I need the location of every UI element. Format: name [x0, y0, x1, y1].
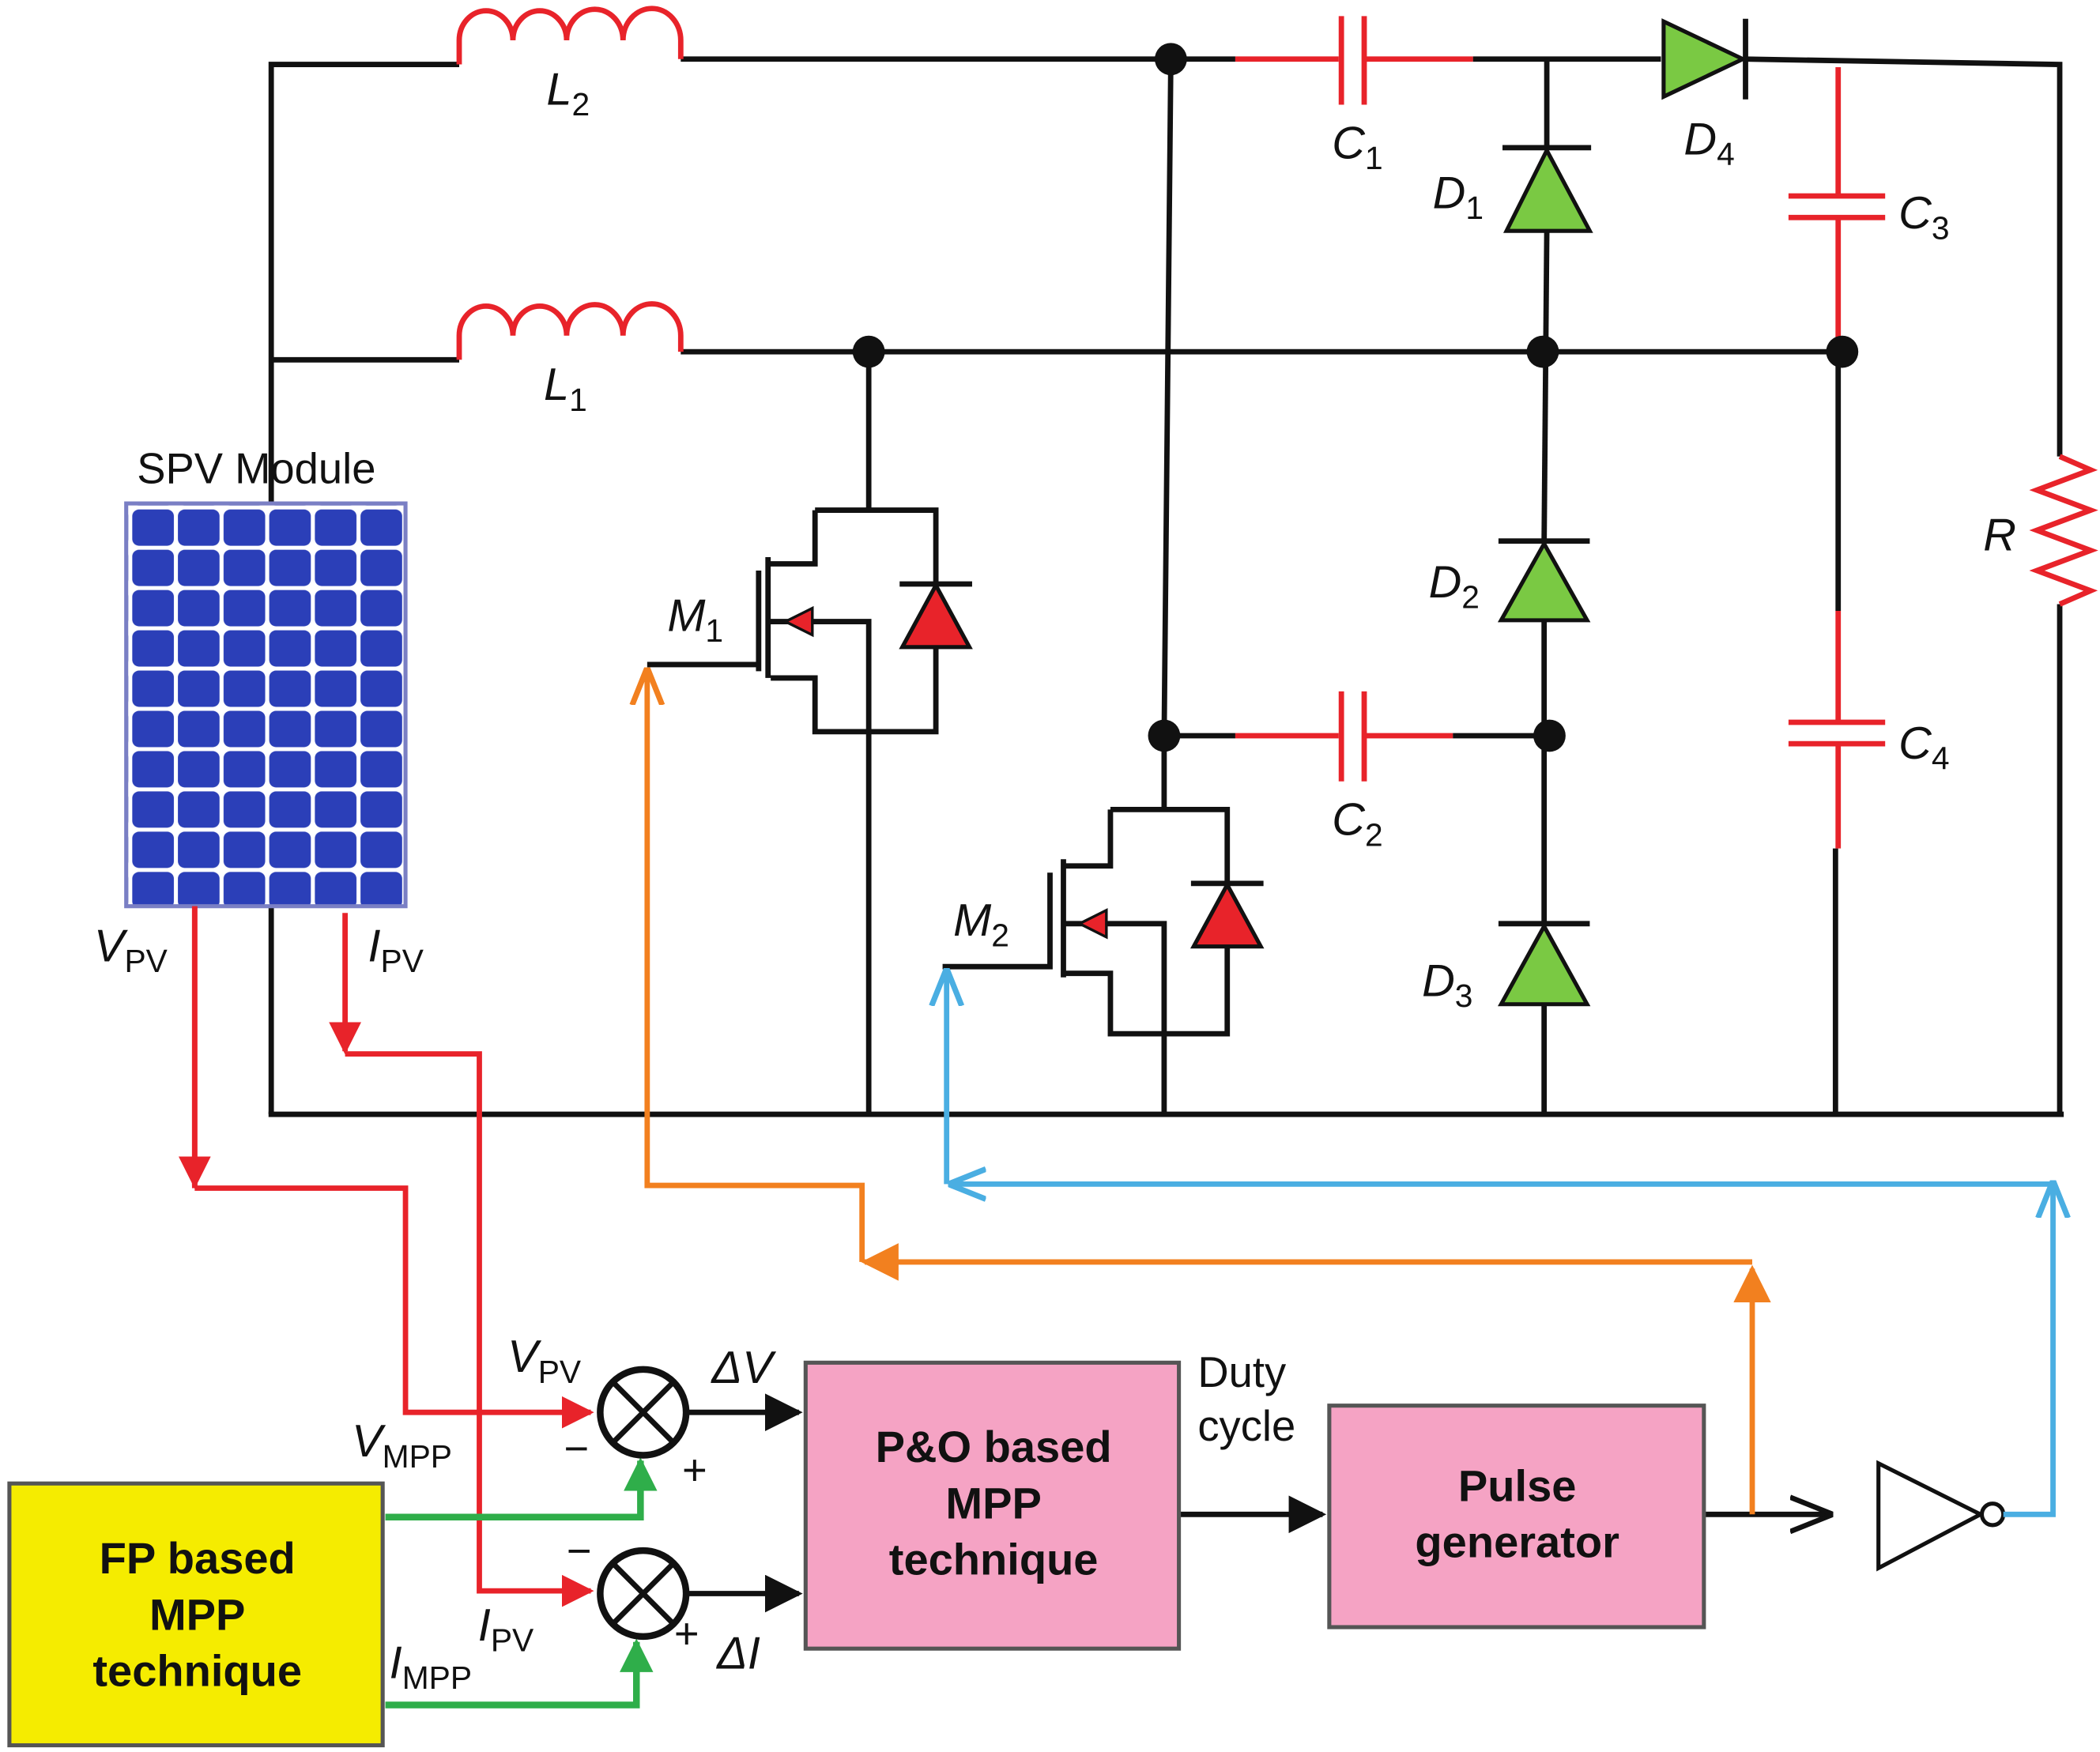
svg-text:MPP: MPP — [945, 1478, 1041, 1528]
capacitor-C3 — [1788, 66, 1886, 352]
sign-plus-v: + — [682, 1446, 707, 1494]
sign-minus-i: − — [567, 1527, 592, 1575]
label-M1: M1 — [667, 590, 723, 649]
label-M2: M2 — [953, 895, 1009, 954]
label-delta-i: ΔI — [715, 1629, 760, 1679]
label-vpv-module: VPV — [94, 921, 168, 979]
label-C4: C4 — [1898, 718, 1949, 777]
diode-D2 — [1497, 538, 1591, 623]
sign-plus-i: + — [674, 1610, 699, 1658]
svg-text:technique: technique — [889, 1535, 1099, 1584]
label-C3: C3 — [1898, 188, 1949, 247]
gate-m2-line — [2003, 1184, 2053, 1517]
impp-ref-line — [385, 1638, 654, 1709]
junction-nodes — [852, 43, 1859, 752]
label-delta-v: ΔV — [710, 1343, 776, 1393]
svg-text:P&O based: P&O based — [876, 1422, 1112, 1471]
svg-text:generator: generator — [1415, 1517, 1619, 1567]
label-D1: D1 — [1433, 168, 1484, 226]
mosfet-M1 — [647, 507, 973, 735]
capacitor-C4 — [1788, 610, 1886, 849]
label-duty: Duty — [1197, 1348, 1287, 1396]
spv-module-label: SPV Module — [137, 445, 375, 493]
label-ipv-module: IPV — [368, 921, 424, 979]
label-cycle: cycle — [1197, 1402, 1295, 1450]
summing-junction-v — [597, 1366, 690, 1459]
svg-text:MPP: MPP — [149, 1589, 245, 1639]
svg-text:FP based: FP based — [100, 1533, 296, 1583]
label-vpv-sum: VPV — [507, 1332, 582, 1390]
label-vmpp: VMPP — [352, 1416, 452, 1475]
svg-text:technique: technique — [92, 1646, 302, 1696]
label-impp: IMPP — [390, 1638, 472, 1697]
label-D4: D4 — [1683, 114, 1734, 172]
label-C1: C1 — [1332, 118, 1382, 176]
vmpp-ref-line — [385, 1457, 658, 1520]
svg-text:Pulse: Pulse — [1458, 1460, 1577, 1510]
pulse-generator-block: Pulse generator — [1327, 1403, 1706, 1630]
diode-D4 — [1661, 18, 1748, 100]
capacitor-C2 — [1235, 691, 1453, 782]
label-L1: L1 — [544, 360, 587, 418]
capacitor-C1 — [1235, 16, 1473, 105]
label-D3: D3 — [1422, 956, 1472, 1015]
diode-D1 — [1502, 145, 1593, 233]
po-mpp-block: P&O based MPP technique — [803, 1360, 1182, 1651]
sign-minus-v: − — [564, 1425, 590, 1473]
resistor-R — [2029, 454, 2098, 607]
inverter-gate — [1876, 1460, 2006, 1572]
gate-m1-line-up — [647, 671, 865, 1262]
label-ipv-sum: IPV — [478, 1600, 534, 1659]
label-L2: L2 — [546, 65, 590, 123]
fp-mpp-block: FP based MPP technique — [7, 1481, 385, 1748]
inductor-L2 — [456, 6, 684, 65]
summing-junction-i — [597, 1547, 690, 1641]
label-C2: C2 — [1332, 795, 1382, 853]
ipv-sense-line — [345, 1051, 594, 1607]
spv-module — [124, 501, 408, 909]
label-R: R — [1983, 511, 2016, 561]
mosfet-M2 — [942, 807, 1265, 1037]
inductor-L1 — [456, 301, 684, 360]
diode-D3 — [1497, 921, 1591, 1007]
label-D2: D2 — [1429, 557, 1480, 616]
